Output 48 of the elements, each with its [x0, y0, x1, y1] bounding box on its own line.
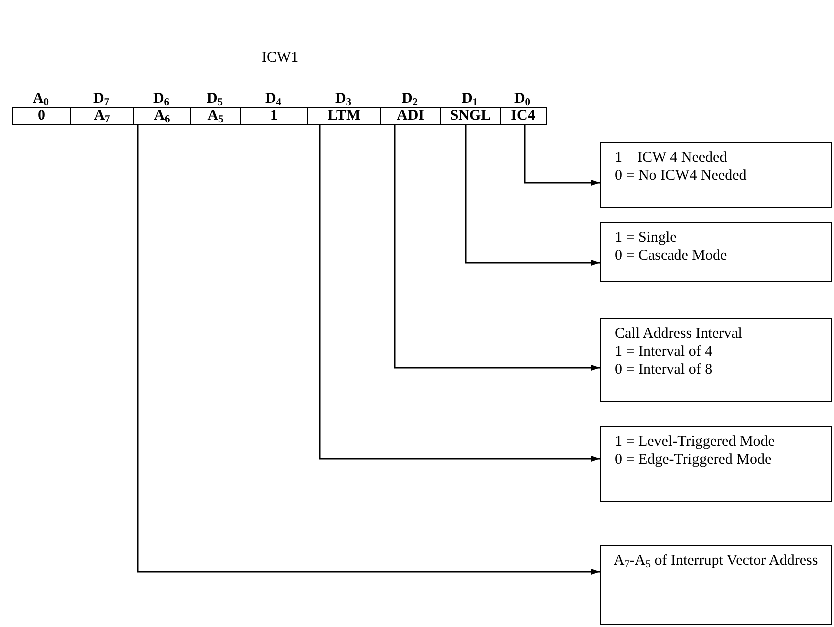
- bit-label: D$_{2}$: [400, 92, 420, 107]
- bit-label: A$_{0}$: [32, 92, 50, 107]
- description-box: [600, 318, 832, 402]
- bit-label: D$_{6}$: [152, 92, 171, 107]
- description-box: [600, 426, 832, 502]
- bit-label: D$_{0}$: [513, 92, 532, 107]
- description-text: Call Address Interval: [615, 325, 742, 343]
- register-bit-cell: [440, 107, 502, 125]
- description-text: 0 = Edge-Triggered Mode: [615, 451, 772, 469]
- bit-name: A$_{7}$: [94, 108, 110, 124]
- bit-label: D$_{1}$: [460, 92, 480, 107]
- description-text: 1 = Interval of 4: [615, 343, 713, 361]
- description-text: A$_{7}$-A$_{5}$ of Interrupt Vector Address: [614, 552, 818, 570]
- description-text: 0 = No ICW4 Needed: [615, 167, 747, 185]
- register-bit-cell: [12, 107, 72, 125]
- description-text: 1 = Single: [615, 229, 677, 247]
- description-box: [600, 545, 832, 625]
- arrow: [319, 125, 600, 462]
- bit-name: 0: [38, 108, 46, 124]
- register-bit-cell: [190, 107, 242, 125]
- register-bit-cell: [307, 107, 382, 125]
- bit-name: LTM: [328, 108, 361, 124]
- bit-name: ADI: [396, 108, 424, 124]
- register-bit-cell: [70, 107, 134, 125]
- bit-name: IC4: [511, 108, 536, 124]
- bit-label: D$_{7}$: [92, 92, 111, 107]
- arrow: [524, 125, 600, 186]
- arrow: [394, 125, 600, 372]
- description-text: 1 ICW 4 Needed: [615, 149, 728, 167]
- arrow: [465, 125, 600, 266]
- register-bit-cell: [240, 107, 308, 125]
- register-bit-cell: [500, 107, 546, 125]
- bit-label: D$_{3}$: [334, 92, 353, 107]
- bit-name: A$_{5}$: [208, 108, 224, 124]
- bit-label: D$_{5}$: [206, 92, 224, 107]
- bit-name: A$_{6}$: [154, 108, 170, 124]
- bit-label: D$_{4}$: [264, 92, 283, 107]
- description-text: 1 = Level-Triggered Mode: [615, 433, 775, 451]
- bit-name: SNGL: [450, 108, 492, 124]
- description-box: [600, 222, 832, 282]
- register-bit-cell: [133, 107, 192, 125]
- diagram-title: ICW1: [262, 50, 299, 67]
- description-text: 0 = Interval of 8: [615, 361, 713, 379]
- bit-name: 1: [270, 108, 278, 124]
- description-text: 0 = Cascade Mode: [615, 247, 728, 265]
- arrow: [137, 125, 600, 576]
- description-box: [600, 142, 832, 208]
- register-bit-cell: [380, 107, 442, 125]
